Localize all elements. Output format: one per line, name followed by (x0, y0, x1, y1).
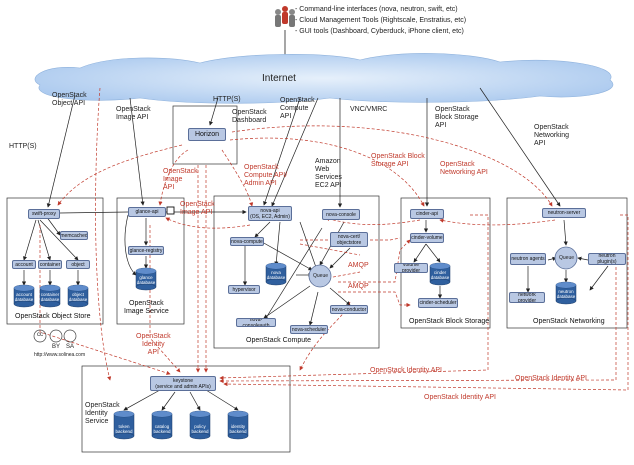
internet-label: Internet (262, 73, 296, 84)
internet-cloud (34, 53, 613, 104)
memcached-box: memcached (60, 231, 88, 240)
object-database: object database (68, 292, 88, 302)
license-cc: cc (37, 332, 43, 338)
neutron-database: neutron database (556, 289, 576, 299)
label-image-api: OpenStack Image API (116, 106, 151, 121)
nova-api-box: nova-api (OS, EC2, Admin) (248, 206, 292, 221)
volume-provider-box: volume provider (394, 263, 428, 273)
identity-backend: identity backend (229, 424, 247, 434)
token-backend: token backend (115, 424, 133, 434)
red-label-identity-api-left: OpenStack Identity API (136, 333, 171, 356)
nova-scheduler-box: nova-scheduler (290, 325, 328, 334)
neutron-server-box: neutron-server (542, 208, 586, 218)
object-box: object (66, 260, 90, 269)
label-https-2: HTTP(S) (213, 96, 241, 103)
nova-conductor-box: nova-conductor (330, 305, 368, 314)
label-dashboard: OpenStack Dashboard (232, 109, 267, 124)
license-sa: SA (66, 344, 75, 350)
label-compute-api: OpenStack Compute API (280, 97, 315, 120)
license-by: BY (52, 344, 61, 350)
users-gui: - GUI tools (Dashboard, Cyberduck, iPhon… (295, 28, 464, 35)
red-label-identity-api-2: OpenStack Identity API (515, 375, 587, 382)
compute-queue-label: Queue (313, 273, 329, 279)
network-provider-box: network provider (509, 292, 545, 303)
red-label-identity-api-1: OpenStack Identity API (370, 367, 442, 374)
cinder-api-box: cinder-api (410, 209, 444, 219)
users-icon (275, 6, 295, 27)
network-queue-label: Queue (559, 255, 575, 261)
cinder-volume-box: cinder-volume (410, 233, 444, 243)
object-store-title: OpenStack Object Store (15, 313, 91, 320)
license-url: http://www.solinea.com (34, 352, 86, 358)
label-https-1: HTTP(S) (9, 143, 37, 150)
image-service-title: OpenStack Image Service (124, 300, 169, 315)
keystone-box: keystone (service and admin APIs) (150, 376, 216, 391)
compute-queue-shape (308, 264, 332, 288)
red-label-identity-api-3: OpenStack Identity API (424, 394, 496, 401)
swift-proxy-box: swift-proxy (28, 209, 60, 219)
identity-title: OpenStack Identity Service (85, 402, 120, 425)
compute-title: OpenStack Compute (246, 337, 311, 344)
users-cli: - Command-line interfaces (nova, neutron… (295, 6, 458, 13)
red-label-block-api: OpenStack Block Storage API (371, 153, 425, 168)
red-label-networking-api: OpenStack Networking API (440, 161, 488, 176)
account-database: account database (14, 292, 34, 302)
red-label-amqp-2: AMQP (348, 283, 369, 290)
label-block-api: OpenStack Block Storage API (435, 106, 479, 129)
nova-consoleauth-box: nova-consoleauth (236, 318, 276, 327)
label-networking-api: OpenStack Networking API (534, 124, 570, 147)
container-box: container (38, 260, 62, 269)
catalog-backend: catalog backend (153, 424, 171, 434)
nova-compute-box: nova-compute (230, 237, 264, 246)
account-box: account (12, 260, 36, 269)
neutron-plugins-box: neutron plugin(s) (588, 253, 626, 265)
hypervisor-box: hypervisor (228, 285, 260, 294)
cinder-database: cinder database (430, 270, 450, 280)
red-label-amqp-1: AMQP (348, 262, 369, 269)
block-storage-title: OpenStack Block Storage (409, 318, 490, 325)
red-label-image-api: OpenStack Image API (163, 168, 198, 191)
red-label-compute-admin: OpenStack Compute API/ Admin API (244, 164, 288, 187)
glance-database: glance database (136, 275, 156, 285)
label-vnc: VNC/VMRC (350, 106, 388, 113)
policy-backend: policy backend (191, 424, 209, 434)
users-cloud: - Cloud Management Tools (Rightscale, En… (295, 17, 467, 24)
nova-database: nova database (266, 270, 286, 280)
glance-registry-box: glance-registry (128, 246, 164, 255)
red-label-image-api-2: OpenStack Image API (180, 201, 215, 216)
nova-console-box: nova-console (322, 209, 360, 220)
label-aws-api: Amazon Web Services EC2 API (315, 158, 342, 189)
container-database: container database (40, 292, 60, 302)
horizon-box: Horizon (188, 128, 226, 141)
cinder-scheduler-box: cinder-scheduler (418, 298, 458, 308)
glance-api-box: glance-api (128, 207, 166, 217)
neutron-agents-box: neutron agents (510, 253, 546, 265)
networking-title: OpenStack Networking (533, 318, 605, 325)
nova-cert-box: nova-cert/ objectstore (330, 232, 368, 247)
label-object-api: OpenStack Object API (52, 92, 87, 107)
network-queue-shape (554, 246, 578, 270)
